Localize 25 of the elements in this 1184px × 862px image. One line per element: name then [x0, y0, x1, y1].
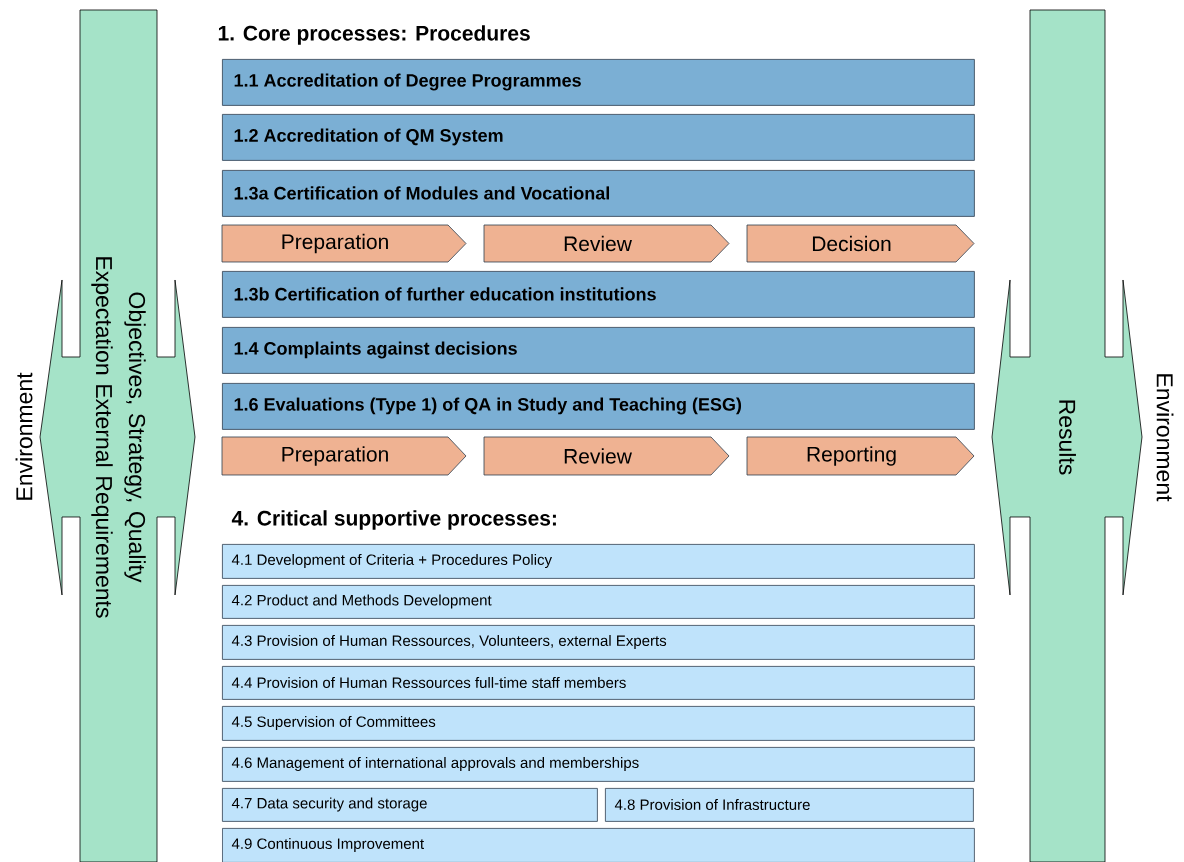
process-box: 4.9 Continuous Improvement — [222, 828, 975, 862]
process-box: 4.2 Product and Methods Development — [222, 585, 975, 619]
chevron-step: Review — [483, 436, 730, 476]
chevron-step: Review — [483, 224, 730, 263]
process-box: 1.3b Certification of further education institutions — [222, 271, 975, 318]
chevron-step: Reporting — [746, 436, 975, 476]
chevron-step: Preparation — [221, 224, 467, 263]
process-box: 4.7 Data security and storage — [222, 788, 598, 822]
process-box: 4.3 Provision of Human Ressources, Volunteers, external Experts — [222, 625, 975, 660]
process-box: 1.6 Evaluations (Type 1) of QA in Study and Teaching (ESG) — [222, 383, 975, 430]
process-box: 4.5 Supervision of Committees — [222, 706, 975, 741]
chevron-step: Decision — [746, 224, 975, 263]
process-box: 1.3a Certification of Modules and Vocational — [222, 170, 975, 217]
process-box: 4.4 Provision of Human Ressources full-time staff members — [222, 666, 975, 700]
process-box: 4.1 Development of Criteria + Procedures Policy — [222, 544, 975, 579]
process-box: 1.2 Accreditation of QM System — [222, 114, 975, 161]
double-arrow-band: Objectives, Strategy, Quality Expectation External Requirements — [39, 9, 196, 862]
chevron-step: Preparation — [221, 436, 467, 476]
process-box: 1.4 Complaints against decisions — [222, 327, 975, 374]
double-arrow-band: Results — [991, 9, 1143, 862]
process-box: 4.8 Provision of Infrastructure — [605, 788, 974, 822]
section-heading: 1. Core processes: Procedures — [218, 25, 530, 45]
process-box: 4.6 Management of international approvals and memberships — [222, 747, 975, 782]
process-box: 1.1 Accreditation of Degree Programmes — [222, 59, 975, 106]
section-heading: 4. Critical supportive processes: — [231, 510, 556, 530]
